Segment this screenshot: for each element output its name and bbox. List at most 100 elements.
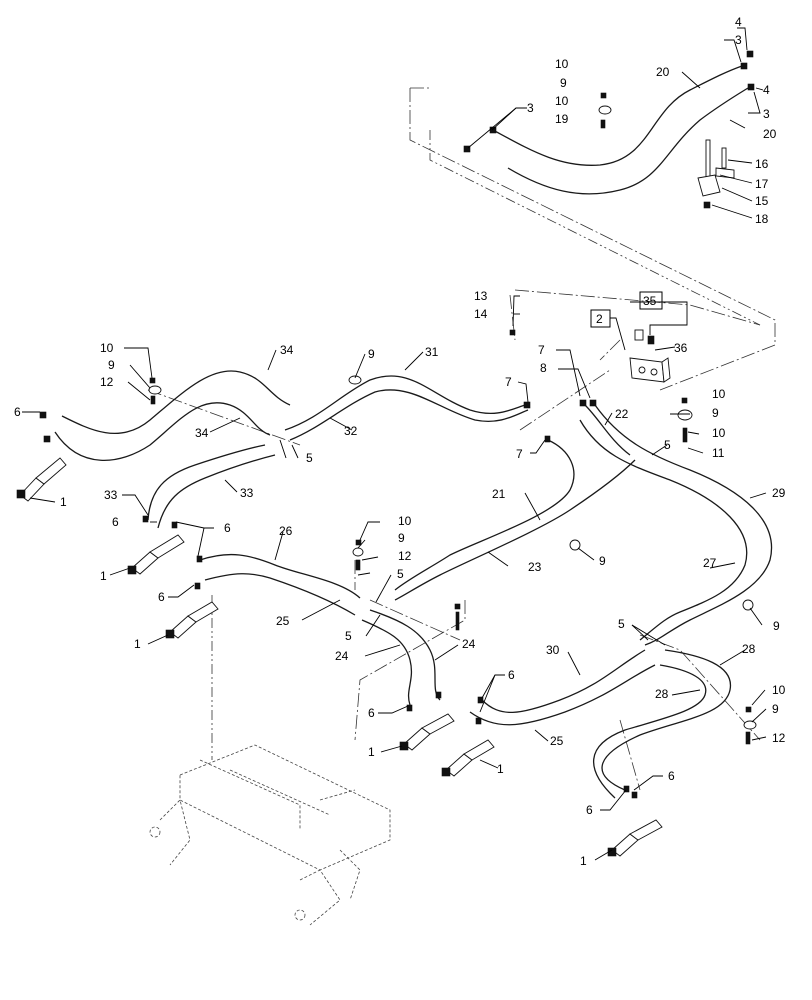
callout-6-e: 6: [508, 668, 515, 682]
hose-33-a: [147, 444, 266, 521]
callout-5-mid-2: 5: [345, 629, 352, 643]
hose-28-a: [601, 649, 731, 791]
hose-34-upper: [61, 370, 291, 435]
callout-12-mid: 12: [398, 549, 412, 563]
clamps-and-bolts: [148, 92, 757, 745]
hydraulic-cylinder-icon: [165, 601, 219, 639]
callout-1-f: 1: [580, 854, 587, 868]
callout-6-b: 6: [112, 515, 119, 529]
callout-1-c: 1: [134, 637, 141, 651]
fitting-icon: [746, 50, 754, 58]
callout-5-left: 5: [306, 451, 313, 465]
callout-4-top: 4: [735, 15, 742, 29]
callout-35: 35: [643, 294, 657, 308]
hose-24-b: [361, 619, 413, 706]
callout-36: 36: [674, 341, 688, 355]
valve-block-icon: [629, 329, 671, 383]
fitting-icon: [589, 399, 597, 407]
callout-1-d: 1: [368, 745, 375, 759]
callout-21: 21: [492, 487, 506, 501]
callout-27: 27: [703, 556, 717, 570]
hydraulic-cylinder-icon: [399, 713, 455, 751]
callout-26: 26: [279, 524, 293, 538]
fitting-icon: [579, 399, 587, 407]
hose-31: [284, 375, 526, 431]
fitting-icon: [509, 329, 516, 336]
fitting-icon: [523, 401, 531, 409]
hose-clamp-icon: [352, 539, 364, 571]
callout-2: 2: [596, 312, 603, 326]
fitting-icon: [194, 582, 201, 590]
fitting-icon: [406, 704, 413, 712]
callout-7-a: 7: [538, 343, 545, 357]
fitting-icon: [475, 717, 482, 725]
callout-9-mid-left: 9: [398, 531, 405, 545]
callout-13: 13: [474, 289, 488, 303]
bolt-icon: [454, 603, 461, 631]
callout-6-c: 6: [224, 521, 231, 535]
callout-11: 11: [712, 446, 725, 460]
callout-28-b: 28: [655, 687, 669, 701]
callout-12-lower: 12: [772, 731, 786, 745]
callout-15: 15: [755, 194, 769, 208]
callout-6-d: 6: [158, 590, 165, 604]
hose-26: [199, 553, 361, 599]
fitting-icon: [489, 126, 497, 134]
hose-25-upper: [204, 573, 356, 616]
callout-10-mid: 10: [398, 514, 412, 528]
hose-24-a: [369, 609, 441, 701]
fitting-icon: [463, 145, 471, 153]
callout-1-e: 1: [497, 762, 504, 776]
callout-34-bottom: 34: [195, 426, 209, 440]
fitting-icon: [740, 62, 748, 70]
callout-1-b: 1: [100, 569, 107, 583]
callout-3-left: 3: [527, 101, 534, 115]
hose-29: [594, 404, 773, 646]
hose-clamp-icon: [677, 397, 693, 443]
hose-22: [584, 404, 631, 456]
callout-34-top: 34: [280, 343, 294, 357]
callout-9-lower-right: 9: [773, 619, 780, 633]
hose-23: [394, 459, 636, 601]
bracket-icon: [697, 174, 721, 209]
callout-10-top-2: 10: [555, 94, 569, 108]
callout-4-right: 4: [763, 83, 770, 97]
hose-32: [289, 389, 529, 441]
callout-20-right: 20: [763, 127, 777, 141]
callout-18: 18: [755, 212, 769, 226]
callout-12-left: 12: [100, 375, 114, 389]
fitting-icon: [477, 696, 484, 704]
callout-9-lower: 9: [772, 702, 779, 716]
callout-25-mid: 25: [276, 614, 290, 628]
callout-31: 31: [425, 345, 439, 359]
callout-14: 14: [474, 307, 488, 321]
callout-5-right: 5: [664, 438, 671, 452]
hose-clamp-icon: [569, 539, 581, 551]
callout-10-top: 10: [555, 57, 569, 71]
callout-25-lower: 25: [550, 734, 564, 748]
hose-28-b: [592, 664, 707, 799]
hydraulic-cylinder-icon: [607, 819, 663, 857]
hydraulic-cylinder-icon: [127, 534, 185, 575]
callout-6-top-left: 6: [14, 405, 21, 419]
callout-3-top: 3: [735, 33, 742, 47]
callout-24-b: 24: [462, 637, 476, 651]
callout-33-a: 33: [104, 488, 118, 502]
callout-32: 32: [344, 424, 358, 438]
fitting-icon: [43, 435, 51, 443]
callout-20-top: 20: [656, 65, 670, 79]
callout-9-left-mid: 9: [368, 347, 375, 361]
callout-9-mid: 9: [599, 554, 606, 568]
callout-29: 29: [772, 486, 786, 500]
callout-9-right: 9: [712, 406, 719, 420]
callout-19: 19: [555, 112, 569, 126]
cylinders: [16, 457, 663, 857]
callout-16: 16: [755, 157, 769, 171]
fitting-icon: [171, 521, 178, 529]
hose-30: [481, 649, 646, 714]
callout-5-mid: 5: [397, 567, 404, 581]
fittings: [39, 50, 755, 799]
implement-frame: [149, 744, 391, 926]
callout-33-b: 33: [240, 486, 254, 500]
hose-33-b: [157, 454, 276, 529]
